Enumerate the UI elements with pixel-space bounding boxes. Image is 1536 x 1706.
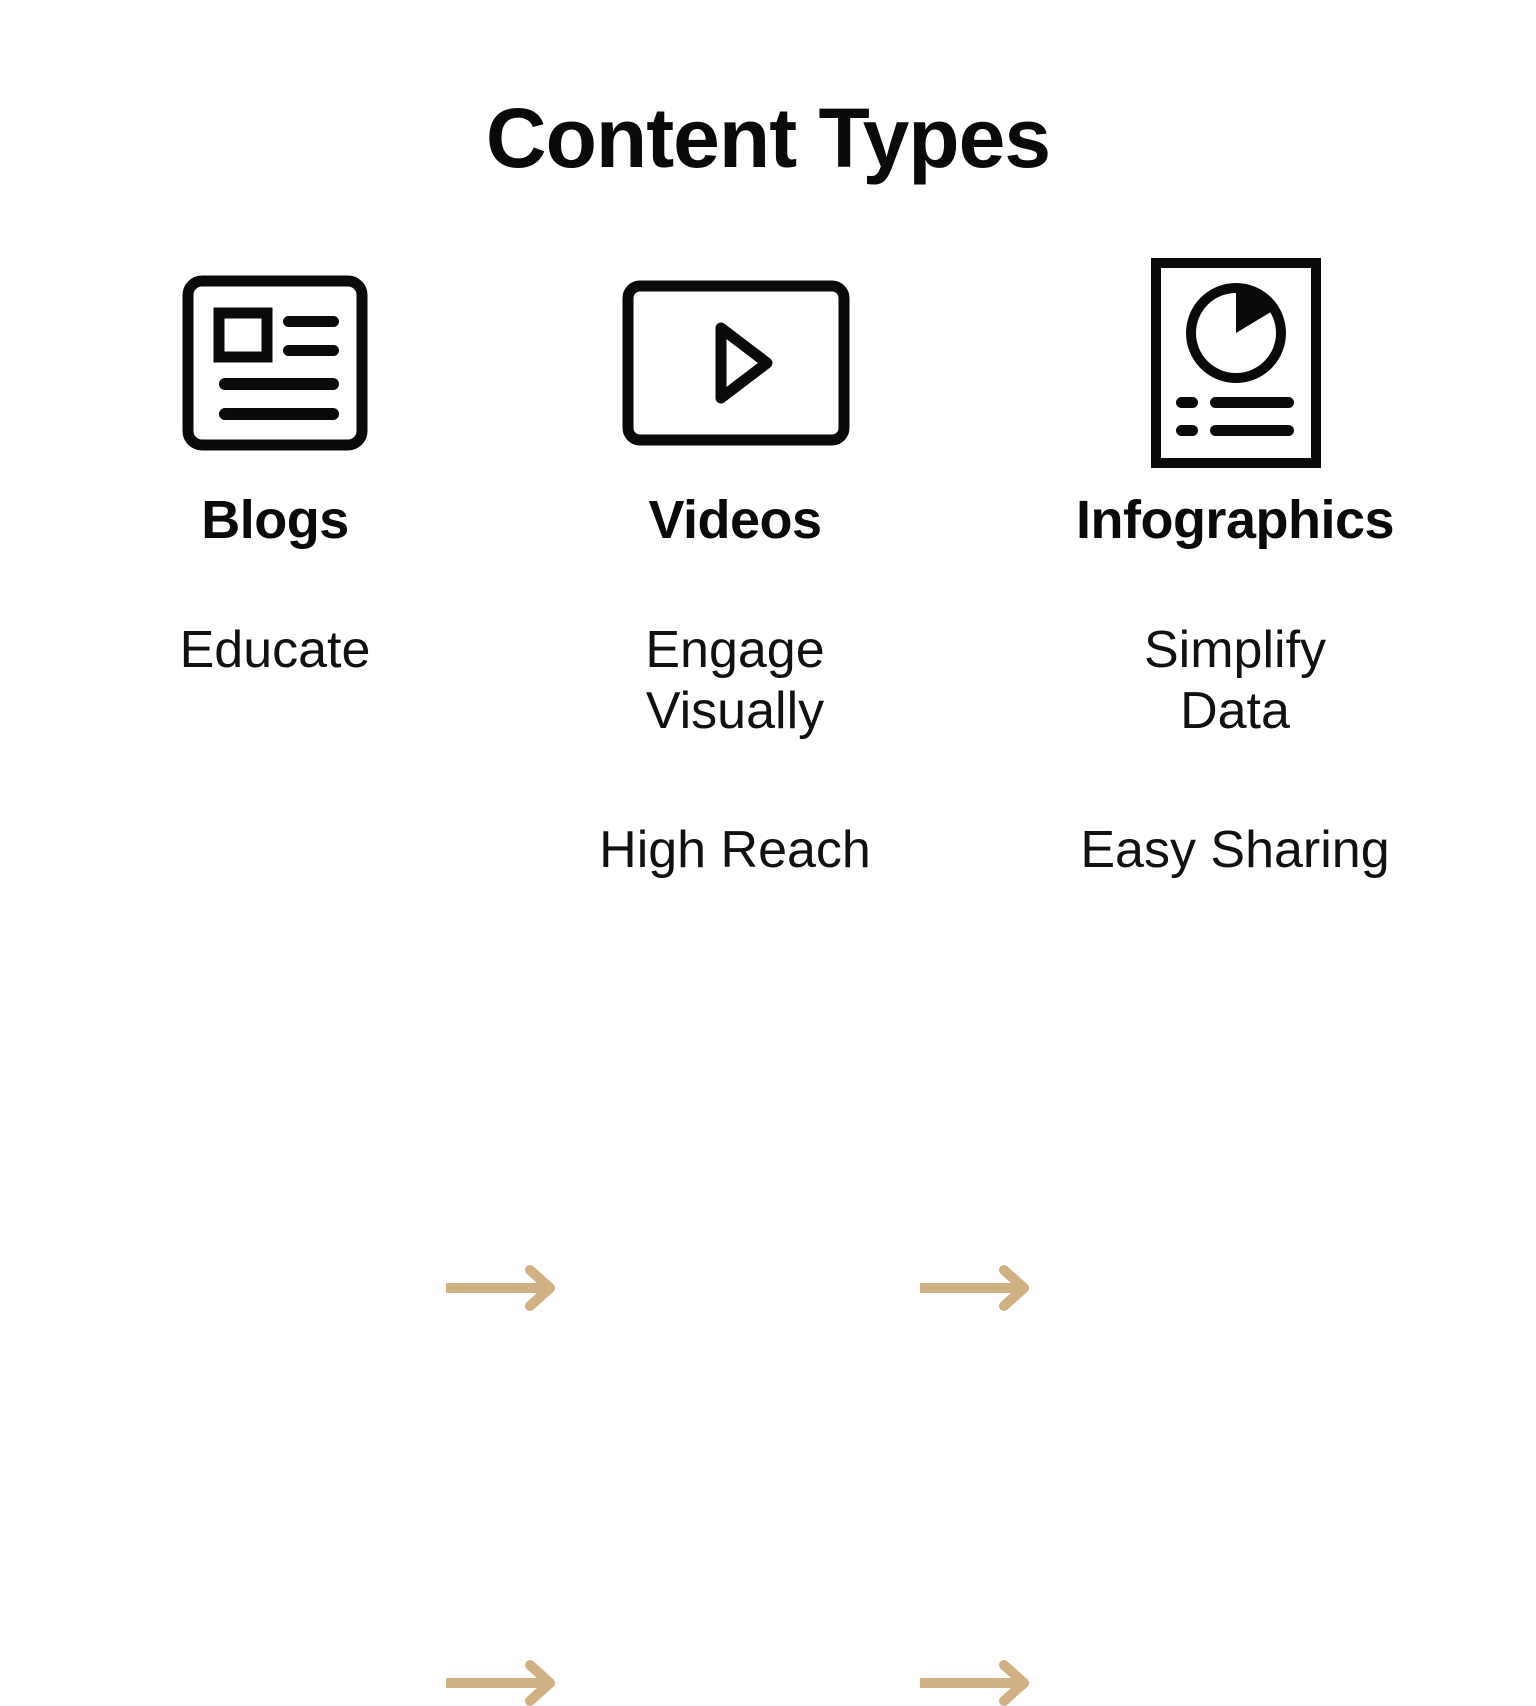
benefit-line: Easy Sharing xyxy=(1080,821,1390,879)
arrow-right-icon xyxy=(446,1265,555,1311)
benefit-blogs-primary: Educate xyxy=(110,620,440,681)
benefit-line: Data xyxy=(1180,682,1290,741)
type-label-blogs: Blogs xyxy=(201,490,349,550)
benefit-line: High Reach xyxy=(599,821,871,879)
benefit-videos-primary: Engage Visually xyxy=(570,620,900,743)
benefit-row-primary: Educate Engage Visually Simplify Data xyxy=(0,620,1536,1311)
article-icon xyxy=(182,275,368,451)
benefit-line: Simplify xyxy=(1143,621,1327,679)
video-play-icon xyxy=(622,280,850,446)
arrow-educate-to-engage xyxy=(446,1265,562,1311)
arrow-engage-to-simplify xyxy=(920,1265,1036,1311)
benefit-line: Educate xyxy=(179,621,371,679)
arrow-blank-to-high-reach xyxy=(446,1660,562,1706)
type-label-infographics: Infographics xyxy=(1075,490,1395,550)
type-label-row: Blogs Videos Infographics xyxy=(0,492,1536,572)
icon-cell-infographics[interactable] xyxy=(1086,258,1386,468)
arrow-right-icon xyxy=(920,1660,1029,1706)
infographic-pie-icon xyxy=(1151,258,1321,468)
infographic-canvas: Content Types xyxy=(0,91,1536,1706)
benefit-line: Engage xyxy=(645,621,825,679)
icon-cell-videos[interactable] xyxy=(586,258,886,468)
benefit-infographics-primary: Simplify Data xyxy=(1070,620,1400,743)
icon-cell-blogs[interactable] xyxy=(125,258,425,468)
icon-row xyxy=(0,258,1536,478)
arrow-high-reach-to-sharing xyxy=(920,1660,1036,1706)
arrow-right-icon xyxy=(920,1265,1029,1311)
type-label-videos: Videos xyxy=(648,490,822,550)
benefit-line: Visually xyxy=(645,682,825,741)
page-title: Content Types xyxy=(485,91,1051,185)
benefit-row-secondary: High Reach Easy Sharing xyxy=(0,820,1536,1706)
benefit-infographics-secondary: Easy Sharing xyxy=(1070,820,1400,881)
arrow-right-icon xyxy=(446,1660,555,1706)
benefit-videos-secondary: High Reach xyxy=(570,820,900,881)
